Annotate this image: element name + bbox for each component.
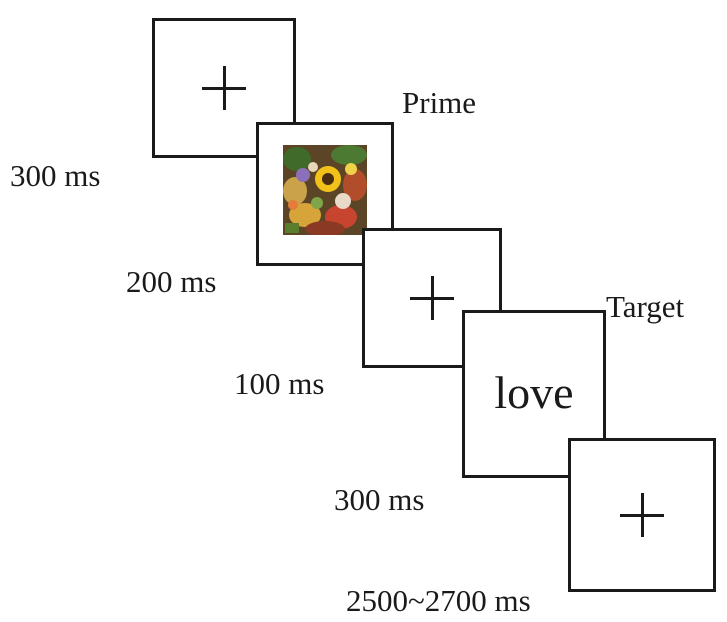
frame-fixation-3 <box>568 438 716 592</box>
fixation-cross-icon <box>202 66 246 110</box>
duration-label-4: 300 ms <box>334 482 425 517</box>
target-word: love <box>494 367 574 419</box>
flower-bouquet-image <box>283 145 367 235</box>
fixation-cross-icon <box>620 493 664 537</box>
duration-label-1: 300 ms <box>10 158 101 193</box>
frame-fixation-1 <box>152 18 296 158</box>
frame-prime <box>256 122 394 266</box>
frame-fixation-2 <box>362 228 502 368</box>
duration-label-3: 100 ms <box>234 366 325 401</box>
fixation-cross-icon <box>410 276 454 320</box>
prime-label: Prime <box>402 85 477 120</box>
target-label: Target <box>606 289 685 324</box>
duration-label-2: 200 ms <box>126 264 217 299</box>
duration-label-5: 2500~2700 ms <box>346 583 531 618</box>
